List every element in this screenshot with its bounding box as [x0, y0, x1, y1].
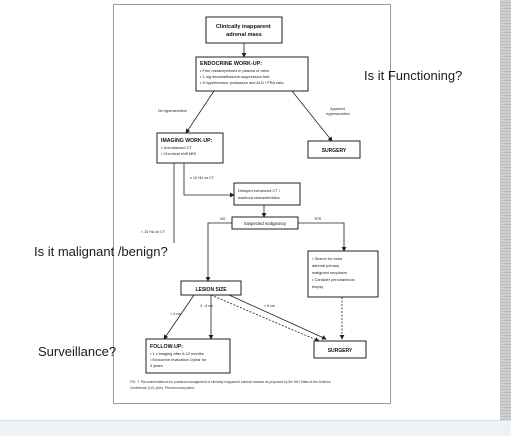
- surgery-top-label: SURGERY: [322, 148, 347, 154]
- followup-box: [145, 338, 231, 374]
- imaging-item-2: • Chemical shift MRI: [161, 151, 196, 156]
- suspected-malignancy-label: Suspected malignancy: [244, 221, 287, 226]
- flowchart-figure: Clinically inapparent adrenal mass ENDOC…: [113, 4, 391, 404]
- no-hypersecretion-label: No hypersecretion: [158, 109, 187, 113]
- followup-item-3: 4 years: [150, 363, 163, 368]
- bottom-bar: [0, 420, 511, 436]
- search-item-3: malignant neoplasm: [312, 270, 347, 275]
- annotation-surveillance: Surveillance?: [38, 344, 117, 359]
- svg-text:• Unenhanced CT • Chemic: • Unenhanced CT • Chemical shift MRI: [161, 145, 196, 156]
- imaging-box: [156, 132, 224, 164]
- lesion-size-label: LESION SIZE: [195, 287, 227, 293]
- imaging-item-1: • Unenhanced CT: [161, 145, 192, 150]
- start-box: [205, 16, 283, 44]
- search-item-4: • Consider percutaneous: [312, 277, 355, 282]
- delayed-ct-line-1: Delayed enhanced CT /: [238, 188, 281, 193]
- svg-text:• Search for extra adr: • Search for extra adrenal primary malig…: [312, 256, 356, 289]
- endocrine-item-2: • 1 mg dexamethasone suppression test: [200, 74, 270, 79]
- delayed-ct-box: [233, 182, 301, 206]
- svg-text:Apparent hypersecretion: Apparent hypersecretion: [326, 107, 350, 116]
- svg-text:Delayed enhanced CT / wa: Delayed enhanced CT / washout characteri…: [238, 188, 281, 200]
- followup-item-2: • Endocrine evaluation 1/year for: [150, 357, 207, 362]
- svg-text:Clinically inapparent ad: Clinically inapparent adrenal mass: [216, 24, 272, 38]
- svg-text:• 1 x imaging after 6-12 month: • 1 x imaging after 6-12 months • Endocr…: [150, 351, 207, 368]
- caption-line-2: Conference (10). pheo, Pheochromocytoma.: [130, 386, 195, 390]
- yes-label: YES: [314, 217, 322, 221]
- followup-item-1: • 1 x imaging after 6-12 months: [150, 351, 204, 356]
- start-line-2: adrenal mass: [226, 32, 262, 38]
- search-box: [307, 250, 379, 298]
- svg-text:FIG. 7. Recommendations for pr: FIG. 7. Recommendations for practical ma…: [130, 380, 332, 390]
- annotation-functioning: Is it Functioning?: [364, 68, 463, 83]
- surgery-top-box: [307, 140, 361, 159]
- start-line-1: Clinically inapparent: [216, 24, 271, 30]
- apparent-hypersecretion-line-2: hypersecretion: [326, 112, 350, 116]
- search-item-5: biopsy: [312, 284, 323, 289]
- size-lt4-label: < 4 cm: [170, 312, 181, 316]
- surgery-bottom-label: SURGERY: [328, 348, 353, 354]
- flowchart-svg: Clinically inapparent adrenal mass ENDOC…: [130, 16, 379, 390]
- scrollbar-strip: [500, 0, 511, 420]
- imaging-title: IMAGING WORK-UP:: [161, 138, 213, 144]
- size-gt6-label: > 6 cm: [264, 304, 275, 308]
- svg-text:• Free metanephrines in plasma: • Free metanephrines in plasma or urine …: [200, 68, 284, 85]
- endocrine-item-3: • If hypertension: potassium and ALD / P…: [200, 80, 284, 85]
- surgery-bottom-box: [313, 340, 367, 359]
- annotation-malignant: Is it malignant /benign?: [34, 244, 168, 259]
- delayed-ct-line-2: washout characteristics: [238, 195, 280, 200]
- endocrine-box: [195, 56, 309, 92]
- hu-high-label: ≥ 10 HU on CT: [190, 176, 215, 180]
- no-label: NO: [220, 217, 226, 221]
- apparent-hypersecretion-line-1: Apparent: [330, 107, 345, 111]
- search-item-1: • Search for extra: [312, 256, 343, 261]
- endocrine-item-1: • Free metanephrines in plasma or urine: [200, 68, 269, 73]
- followup-title: FOLLOW-UP:: [150, 344, 183, 350]
- endocrine-title: ENDOCRINE WORK-UP:: [200, 61, 262, 67]
- caption-line-1: FIG. 7. Recommendations for practical ma…: [130, 380, 331, 384]
- search-item-2: adrenal primary: [312, 263, 339, 268]
- hu-low-label: < 10 HU on CT: [141, 230, 166, 234]
- size-4to6-label: 4 - 6 cm: [200, 304, 213, 308]
